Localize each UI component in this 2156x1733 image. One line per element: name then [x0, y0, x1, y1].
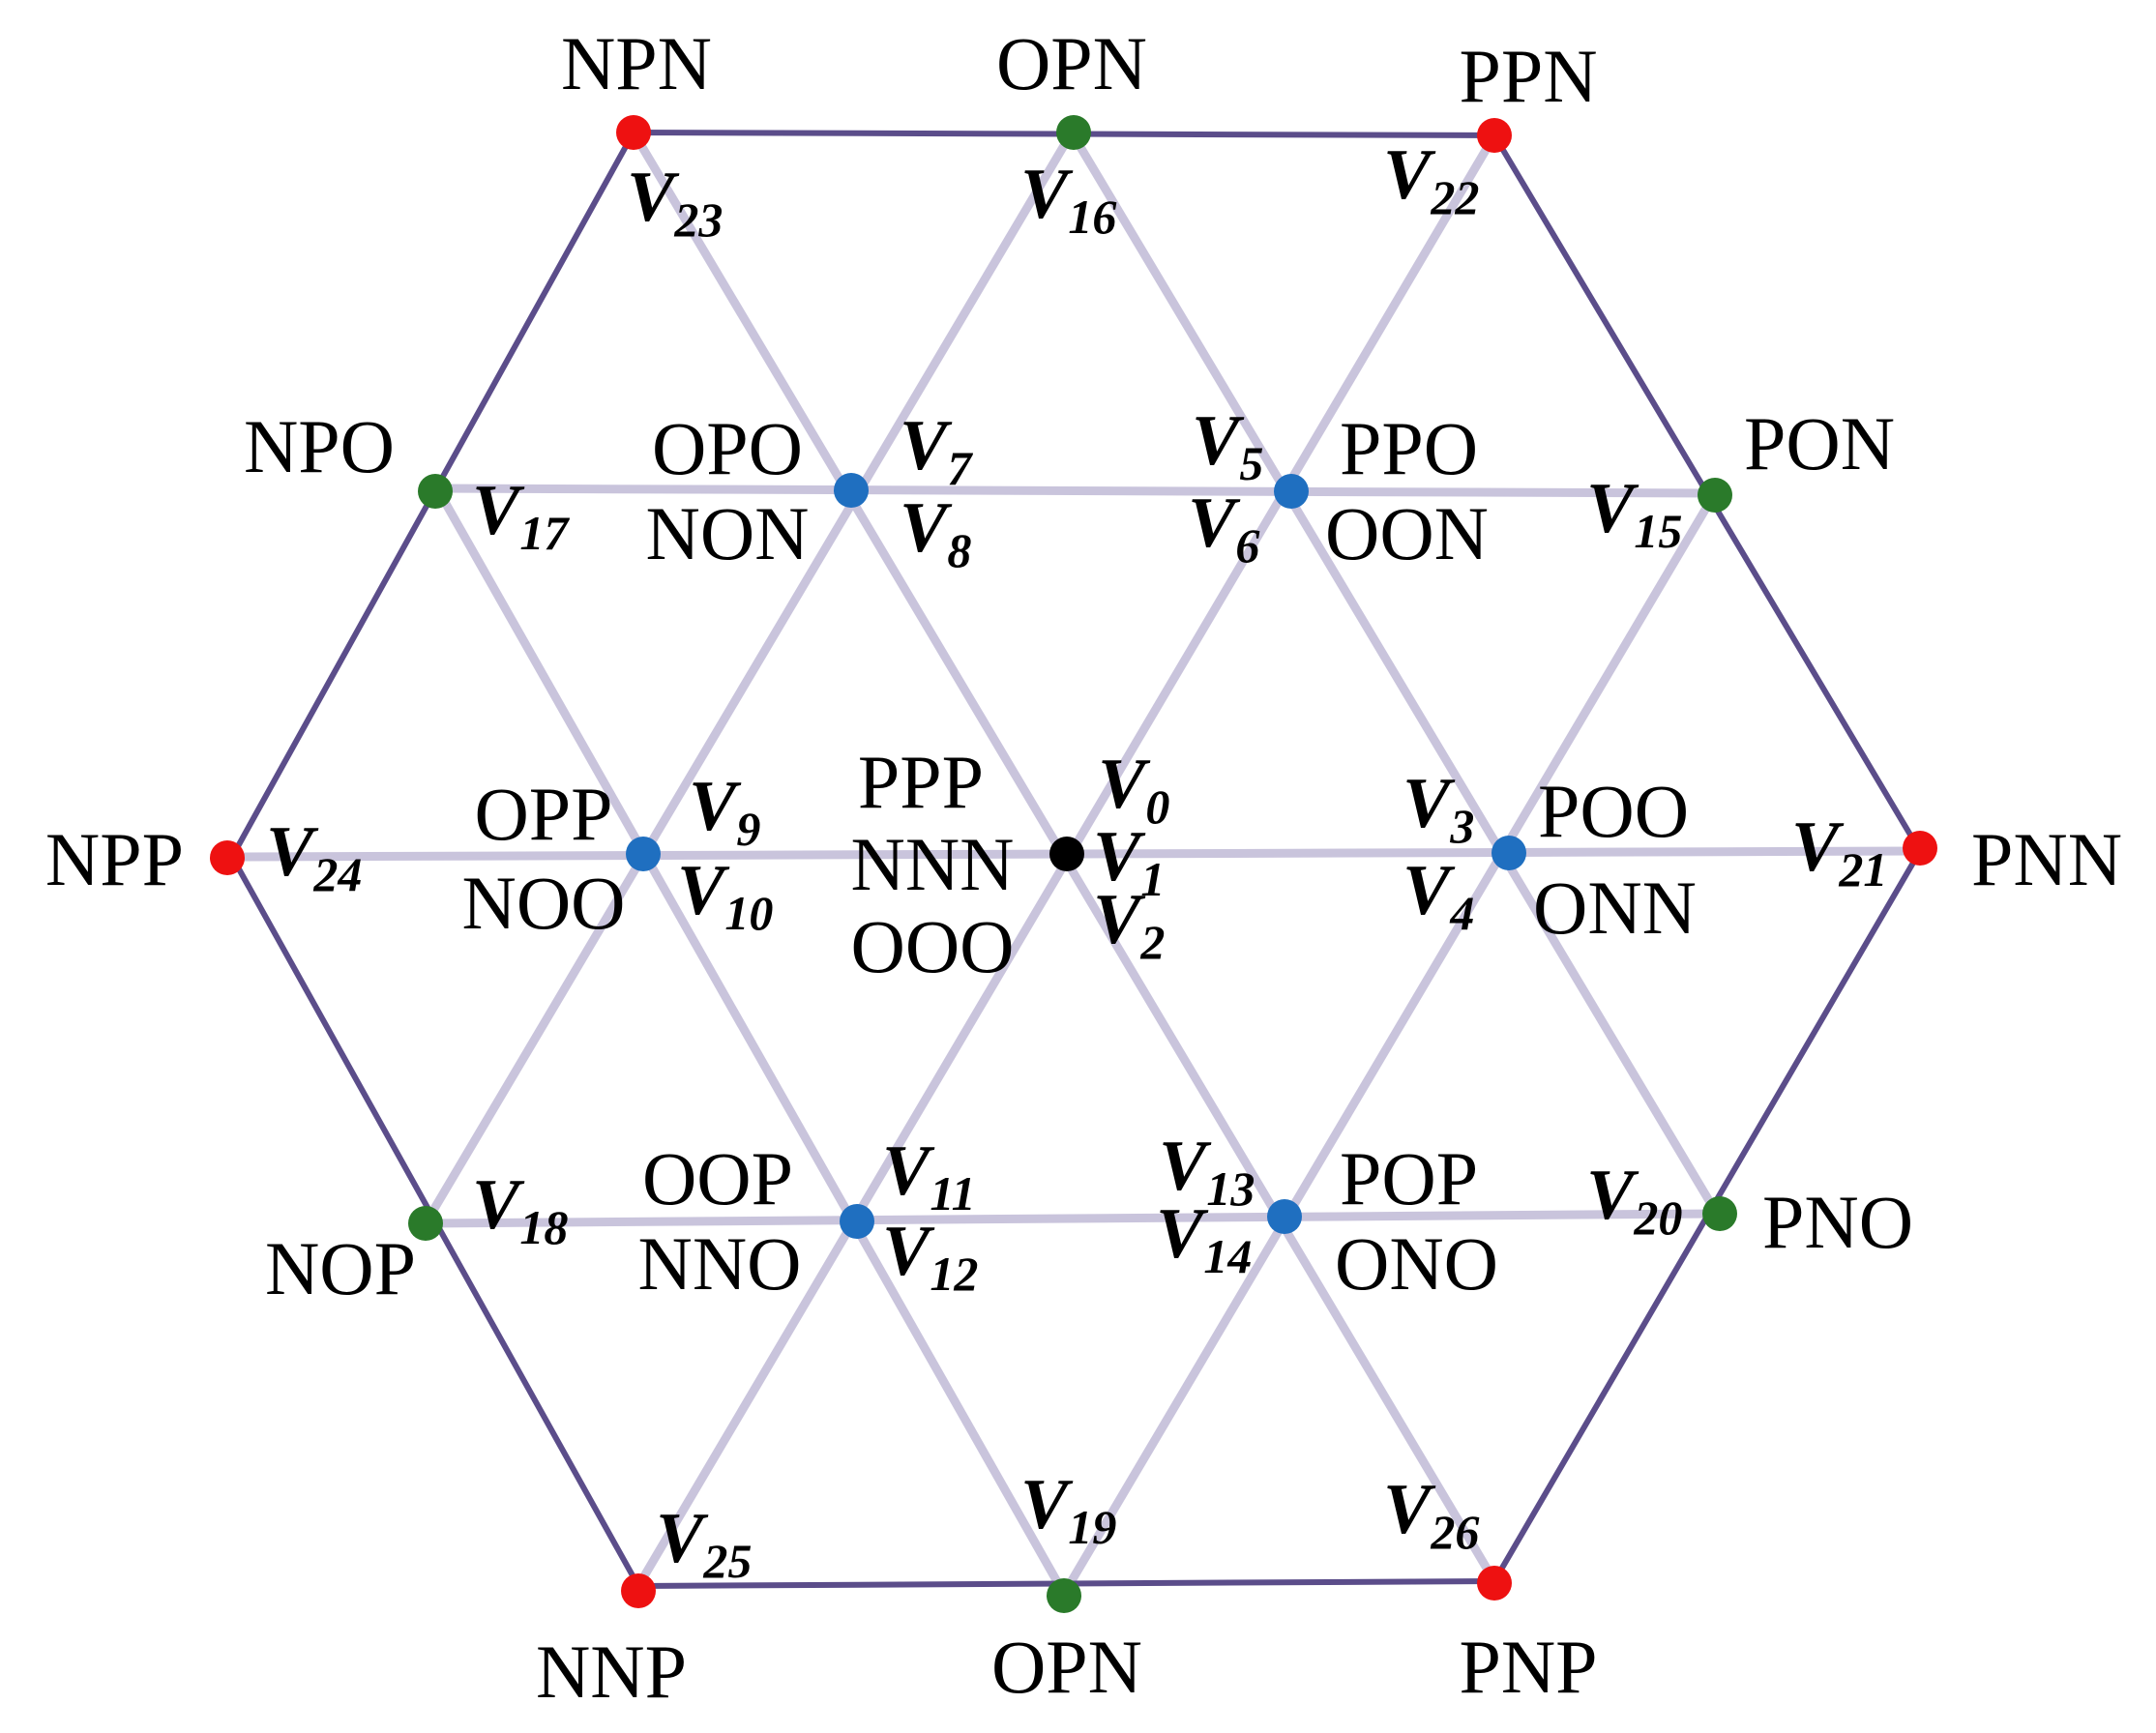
vector-label: V19	[1020, 1465, 1116, 1554]
medium-vector-state-label: PNO	[1762, 1180, 1913, 1264]
small-vector-state-label: NNO	[638, 1221, 802, 1306]
medium-vector-state-label: NPO	[244, 404, 395, 488]
large-vector-dot	[1477, 1566, 1512, 1601]
large-vector-dot	[621, 1573, 656, 1608]
vector-label: V25	[656, 1499, 752, 1588]
grid-line	[422, 130, 1076, 1226]
large-vector-state-label: PNP	[1459, 1625, 1597, 1709]
small-vector-dot	[834, 473, 869, 508]
vector-label: V3	[1403, 764, 1474, 853]
vector-label: V20	[1586, 1156, 1682, 1245]
grid-line	[425, 1209, 1718, 1228]
zero-vector-dot	[1049, 837, 1084, 871]
small-vector-state-label: POO	[1538, 769, 1689, 853]
large-vector-state-label: PPN	[1459, 34, 1597, 118]
center-state-label: OOO	[851, 904, 1015, 988]
medium-vector-dot	[1047, 1578, 1081, 1613]
small-vector-dot	[626, 837, 661, 871]
small-vector-state-label: NON	[646, 491, 810, 575]
vector-points	[210, 115, 1937, 1613]
grid-line	[436, 484, 1716, 498]
large-vector-state-label: NNP	[536, 1630, 687, 1714]
small-vector-dot	[1491, 836, 1526, 870]
large-vector-dot	[616, 115, 651, 150]
small-vector-state-label: OPO	[652, 406, 803, 490]
large-vector-dot	[210, 840, 245, 875]
vector-label: V9	[689, 767, 760, 856]
vector-label: V6	[1188, 484, 1259, 573]
center-state-label: NNN	[851, 822, 1015, 906]
vector-label: V5	[1192, 401, 1263, 490]
small-vector-state-label: PPO	[1340, 406, 1478, 490]
small-vector-state-label: OON	[1325, 491, 1489, 575]
vector-label: V1	[1093, 817, 1165, 906]
large-vector-dot	[1477, 118, 1512, 153]
small-vector-dot	[1274, 474, 1309, 509]
vector-label: V18	[472, 1165, 568, 1254]
medium-vector-state-label: PON	[1744, 401, 1895, 485]
vector-label: V2	[1093, 880, 1165, 969]
small-vector-dot	[1267, 1199, 1302, 1234]
switching-state-labels: PPP NNN OOO POO ONN PPO OON OPO NON OPP …	[45, 21, 2122, 1714]
small-vector-state-label: ONO	[1335, 1221, 1498, 1306]
large-vector-dot	[1903, 831, 1937, 866]
vector-label: V10	[677, 851, 773, 940]
small-vector-state-label: NOO	[462, 861, 626, 945]
grid-line	[433, 485, 1068, 1597]
small-vector-state-label: OOP	[642, 1136, 793, 1220]
vector-label: V13	[1159, 1127, 1255, 1216]
medium-vector-state-label: NOP	[265, 1226, 416, 1310]
vector-label: V22	[1383, 135, 1479, 224]
vector-label: V7	[900, 406, 973, 495]
vector-label: V26	[1383, 1470, 1479, 1559]
small-vector-state-label: OPP	[474, 772, 612, 856]
vector-label: V17	[472, 471, 570, 560]
medium-vector-state-label: OPN	[996, 21, 1147, 105]
vector-label: V21	[1791, 808, 1887, 896]
vector-label: V12	[882, 1212, 978, 1301]
vector-label: V8	[900, 488, 971, 577]
large-vector-state-label: PNN	[1971, 817, 2122, 901]
large-vector-state-label: NPP	[45, 817, 184, 901]
vector-label: V14	[1156, 1194, 1252, 1283]
vector-label: V0	[1098, 745, 1169, 834]
medium-vector-dot	[1056, 115, 1091, 150]
medium-vector-dot	[418, 474, 453, 509]
grid-line	[1060, 490, 1719, 1597]
vector-label: V24	[266, 812, 362, 901]
grid-line	[1068, 130, 1721, 1217]
vector-label: V11	[882, 1131, 976, 1220]
vector-labels: V0 V1 V2 V3 V4 V5 V6 V7 V8 V9 V10 V11 V1…	[266, 135, 1887, 1588]
medium-vector-state-label: OPN	[991, 1625, 1142, 1709]
small-vector-dot	[840, 1204, 874, 1239]
small-vector-state-label: ONN	[1533, 866, 1697, 950]
medium-vector-dot	[1702, 1196, 1737, 1231]
vector-label: V23	[627, 158, 723, 247]
small-vector-state-label: POP	[1340, 1136, 1478, 1220]
vector-label: V16	[1020, 155, 1116, 244]
vector-label: V15	[1586, 469, 1682, 558]
large-vector-state-label: NPN	[561, 21, 712, 105]
medium-vector-dot	[408, 1206, 443, 1241]
medium-vector-dot	[1698, 478, 1732, 513]
center-state-label: PPP	[858, 740, 984, 824]
vector-label: V4	[1403, 851, 1474, 940]
